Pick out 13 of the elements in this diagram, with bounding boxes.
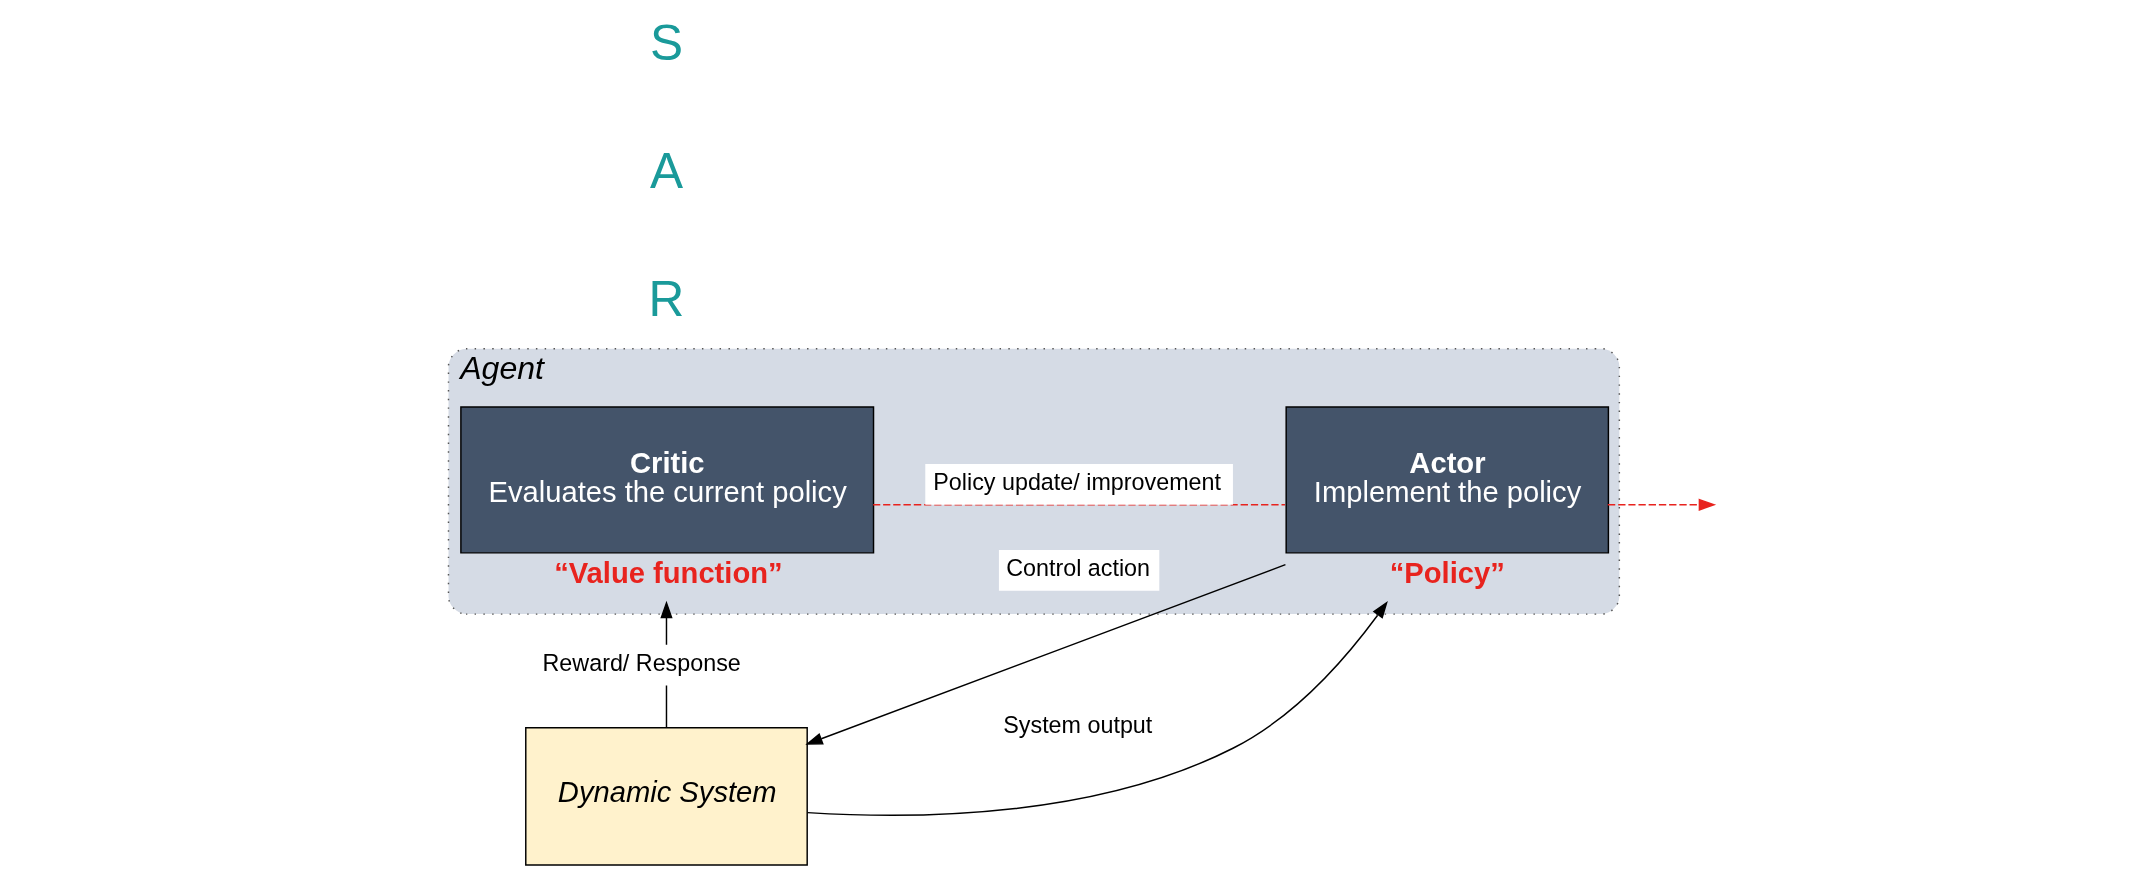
label: R — [648, 271, 685, 328]
edge-label: System output — [1003, 712, 1153, 739]
arrow — [1607, 498, 1717, 511]
node-label: “Policy” — [1389, 557, 1505, 590]
label: S — [649, 14, 684, 71]
edge-label: Policy update/ improvement — [933, 468, 1221, 495]
edge-label: Control action — [1006, 554, 1151, 581]
label: A — [649, 142, 684, 199]
node-box: Dynamic System — [525, 727, 808, 866]
arrow — [805, 563, 1287, 745]
node-label: “Value function” — [554, 557, 783, 590]
edge-label: Reward/ Response — [542, 649, 741, 676]
arrow — [806, 600, 1388, 816]
